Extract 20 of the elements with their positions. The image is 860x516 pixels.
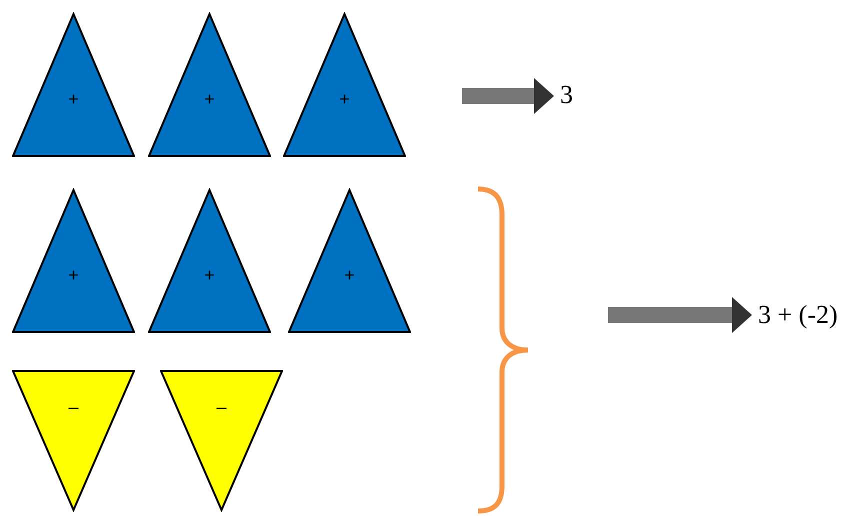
sign-label: + [338, 89, 351, 109]
triangle-tile [288, 188, 411, 333]
expression-text: 3 [560, 80, 573, 109]
sign-label: – [215, 396, 228, 417]
sign-label: + [67, 89, 80, 109]
sign-label: + [203, 265, 216, 285]
sign-label: + [203, 89, 216, 109]
expression-text: 3 + (-2) [758, 300, 838, 329]
triangle-tile [12, 370, 135, 512]
sign-label: – [67, 396, 80, 417]
triangle-tile [12, 12, 135, 157]
arrow [462, 78, 554, 114]
triangle-tile [12, 188, 135, 333]
triangle-tile [148, 188, 271, 333]
sign-label: + [343, 265, 356, 285]
arrow [608, 297, 752, 333]
triangle-tile [283, 12, 406, 157]
triangle-tile [160, 370, 283, 512]
sign-label: + [67, 265, 80, 285]
triangle-tile [148, 12, 271, 157]
